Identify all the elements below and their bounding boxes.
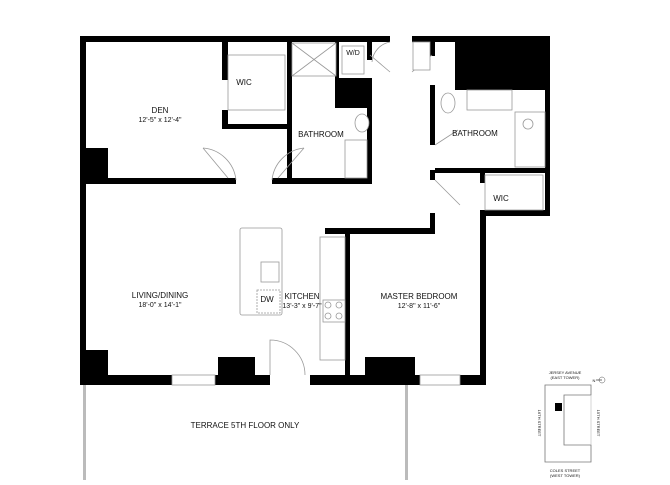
fixtures: [227, 41, 546, 361]
bathroom-2-label: BATHROOM: [452, 129, 498, 138]
walls: [80, 36, 550, 385]
kitchen-size: 13'-3" x 9'-7": [282, 303, 322, 310]
unit-location-marker: [555, 403, 562, 411]
key-top: JERSEY AVENUE: [549, 370, 582, 375]
windows: [171, 374, 461, 386]
key-left: 16TH STREET: [537, 410, 542, 437]
wd-label: W/D: [346, 50, 360, 57]
kitchen-label: KITCHEN: [284, 292, 319, 301]
key-top-sub: (EAST TOWER): [551, 375, 581, 380]
terrace: [83, 385, 408, 480]
key-right: 15TH STREET: [596, 410, 601, 437]
key-plan: JERSEY AVENUE (EAST TOWER) 16TH STREET 1…: [537, 370, 606, 478]
master-label: MASTER BEDROOM: [381, 292, 458, 301]
living-label: LIVING/DINING: [132, 291, 188, 300]
terrace-label: TERRACE 5TH FLOOR ONLY: [191, 421, 300, 430]
key-bottom: COLES STREET: [550, 468, 581, 473]
bathroom-1-label: BATHROOM: [298, 130, 344, 139]
key-bottom-sub: (WEST TOWER): [550, 473, 581, 478]
master-size: 12'-8" x 11'-6": [398, 303, 441, 310]
wic-master-label: WIC: [493, 194, 509, 203]
den-label: DEN: [152, 106, 169, 115]
doors: [202, 41, 461, 376]
dw-label: DW: [260, 295, 274, 304]
wic-den-label: WIC: [236, 78, 252, 87]
den-size: 12'-5" x 12'-4": [138, 117, 182, 124]
living-size: 18'-0" x 14'-1": [138, 302, 182, 309]
svg-text:N: N: [593, 378, 596, 383]
north-arrow-icon: N: [593, 376, 606, 384]
